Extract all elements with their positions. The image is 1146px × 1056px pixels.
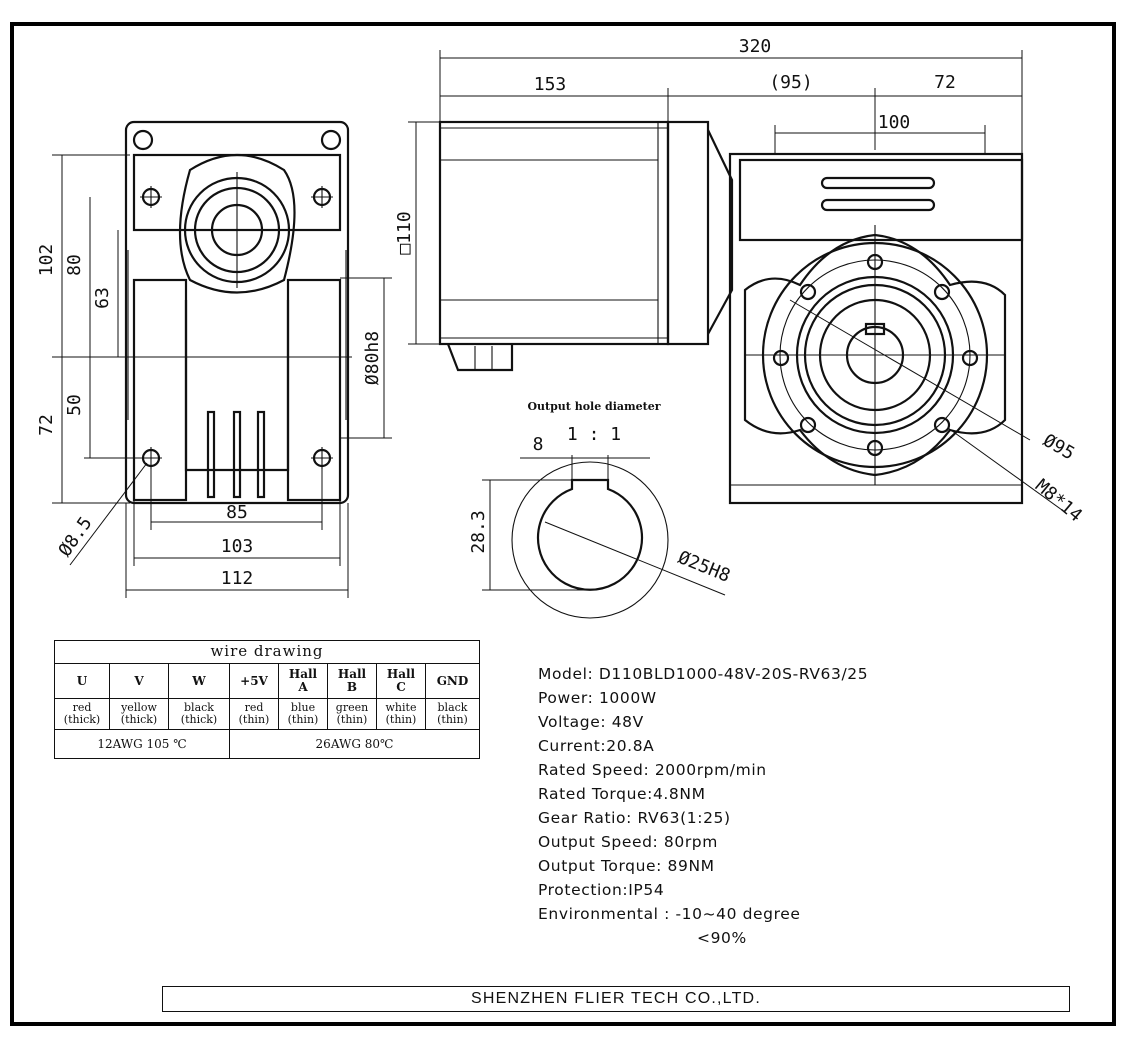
wire-awg-thin: 26AWG 80℃ — [229, 729, 480, 759]
gearbox-flange-outline — [743, 233, 1007, 477]
front-right-leg — [286, 278, 342, 502]
spec-rated-torque: Rated Torque:4.8NM — [538, 785, 706, 803]
dim-lower-72: 72 — [36, 414, 57, 436]
gearbox-housing — [728, 152, 1024, 505]
spec-environmental: Environmental : -10~40 degree — [538, 905, 801, 923]
motor-flange — [666, 120, 710, 346]
dim-total-height: 102 — [36, 244, 57, 277]
wire-color-gnd: black (thin) — [425, 698, 480, 730]
dim-motor-length: 153 — [534, 74, 567, 95]
motor-terminal-box — [446, 343, 514, 372]
dim-motor-square: □110 — [394, 211, 415, 254]
output-hole-detail: Output hole diameter 8 1 : 1 28.3 Ø25H8 — [468, 400, 733, 619]
front-view: 102 80 63 72 50 Ø80h8 85 103 112 Ø8.5 — [36, 120, 392, 598]
wire-header-hall-b: Hall B — [327, 663, 377, 699]
dim-bore-dia: Ø80h8 — [362, 331, 383, 385]
company-name: SHENZHEN FLIER TECH CO.,LTD. — [162, 986, 1070, 1012]
front-corner-boss-tr — [320, 129, 342, 151]
front-cloverleaf-boss — [178, 154, 296, 294]
spec-model: Model: D110BLD1000-48V-20S-RV63/25 — [538, 665, 869, 683]
dim-pcd-dia: Ø95 — [1039, 430, 1078, 464]
wire-color-v: yellow (thick) — [109, 698, 169, 730]
dim-height-63: 63 — [92, 287, 113, 309]
front-rib-2 — [232, 410, 242, 499]
wire-drawing-title: wire drawing — [54, 640, 480, 664]
output-bore-dia: Ø25H8 — [675, 547, 733, 587]
output-height: 28.3 — [468, 510, 489, 553]
drawing-frame — [10, 22, 1116, 1026]
gearbox-slot-1 — [820, 176, 936, 190]
spec-output-torque: Output Torque: 89NM — [538, 857, 715, 875]
wire-color-w: black (thick) — [168, 698, 230, 730]
dim-gearbox-72: 72 — [934, 72, 956, 93]
dim-flange-100: 100 — [878, 112, 911, 133]
output-ratio: 1 : 1 — [567, 424, 621, 445]
wire-awg-thick: 12AWG 105 ℃ — [54, 729, 230, 759]
front-left-leg — [132, 278, 188, 502]
dim-thread: M8*14 — [1031, 475, 1086, 526]
gearbox-slot-2 — [820, 198, 936, 212]
front-outer-housing — [124, 120, 350, 505]
side-view: 320 153 (95) 72 100 □110 Ø95 M8*14 — [394, 36, 1086, 526]
dim-lower-50: 50 — [64, 394, 85, 416]
wire-header-u: U — [54, 663, 110, 699]
wire-header-hall-c: Hall C — [376, 663, 426, 699]
dim-width-85: 85 — [226, 502, 248, 523]
dim-hole-dia: Ø8.5 — [54, 513, 96, 561]
spec-voltage: Voltage: 48V — [538, 713, 644, 731]
dim-height-80: 80 — [64, 254, 85, 276]
dim-middle-ref: (95) — [769, 72, 812, 93]
wire-header-5v: +5V — [229, 663, 279, 699]
wire-color-hall-b: green (thin) — [327, 698, 377, 730]
gearbox-top-plate — [738, 158, 1024, 242]
output-hole-bore — [536, 478, 644, 591]
output-key-width: 8 — [533, 434, 544, 455]
front-rib-3 — [256, 410, 266, 499]
front-corner-boss-tl — [132, 129, 154, 151]
dim-width-103: 103 — [221, 536, 254, 557]
wire-drawing-table: wire drawing U V W +5V Hall A Hall B Hal… — [54, 640, 480, 759]
wire-header-v: V — [109, 663, 169, 699]
spec-protection: Protection:IP54 — [538, 881, 665, 899]
wire-header-hall-a: Hall A — [278, 663, 328, 699]
spec-gear-ratio: Gear Ratio: RV63(1:25) — [538, 809, 731, 827]
dim-width-112: 112 — [221, 568, 254, 589]
wire-color-u: red (thick) — [54, 698, 110, 730]
spec-list: Model: D110BLD1000-48V-20S-RV63/25 Power… — [538, 662, 868, 950]
motor-adapter — [707, 129, 734, 335]
spec-rated-speed: Rated Speed: 2000rpm/min — [538, 761, 767, 779]
dim-overall-length: 320 — [739, 36, 772, 57]
spec-humidity: <90% — [697, 929, 747, 947]
output-hole-title: Output hole diameter — [527, 400, 660, 413]
wire-color-hall-a: blue (thin) — [278, 698, 328, 730]
wire-color-5v: red (thin) — [229, 698, 279, 730]
wire-color-hall-c: white (thin) — [376, 698, 426, 730]
wire-header-w: W — [168, 663, 230, 699]
front-rib-1 — [206, 410, 216, 499]
wire-header-gnd: GND — [425, 663, 480, 699]
spec-power: Power: 1000W — [538, 689, 657, 707]
spec-current: Current:20.8A — [538, 737, 655, 755]
output-hole-outer — [511, 461, 669, 619]
spec-output-speed: Output Speed: 80rpm — [538, 833, 718, 851]
motor-body — [438, 120, 670, 346]
